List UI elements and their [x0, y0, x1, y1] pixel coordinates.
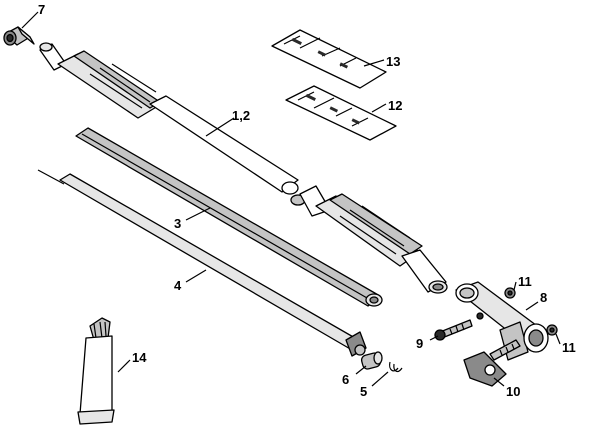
part-9-screw: [434, 319, 473, 341]
part-4-drive-shaft: [37, 169, 367, 357]
callout-8: 8: [540, 290, 547, 305]
callout-4: 4: [174, 278, 182, 293]
part-6-bushing: [360, 351, 383, 370]
part-10-wing-screw: [463, 339, 521, 387]
callout-6: 6: [342, 372, 349, 387]
part-11-nut-lower: [546, 324, 558, 336]
callout-13: 13: [386, 54, 400, 69]
callout-11-upper: 11: [518, 274, 532, 289]
callout-9: 9: [416, 336, 423, 351]
callout-1-2: 1,2: [232, 108, 250, 123]
part-1-2-drive-tube: [39, 42, 448, 294]
callout-11-lower: 11: [562, 340, 576, 355]
part-11-nut-upper: [504, 287, 516, 299]
callout-5: 5: [360, 384, 367, 399]
part-7-end-cap: [3, 26, 35, 46]
part-12-label-sheet: [285, 85, 397, 141]
callout-3: 3: [174, 216, 181, 231]
callout-12: 12: [388, 98, 402, 113]
part-5-retaining-ring: [389, 361, 403, 373]
leader-lines: [21, 11, 561, 387]
callout-14: 14: [132, 350, 147, 365]
callout-10: 10: [506, 384, 520, 399]
callout-7: 7: [38, 2, 45, 17]
part-13-label-sheet: [271, 29, 387, 89]
part-14-grease-tube: [77, 317, 115, 425]
part-3-inner-tube: [75, 127, 383, 307]
